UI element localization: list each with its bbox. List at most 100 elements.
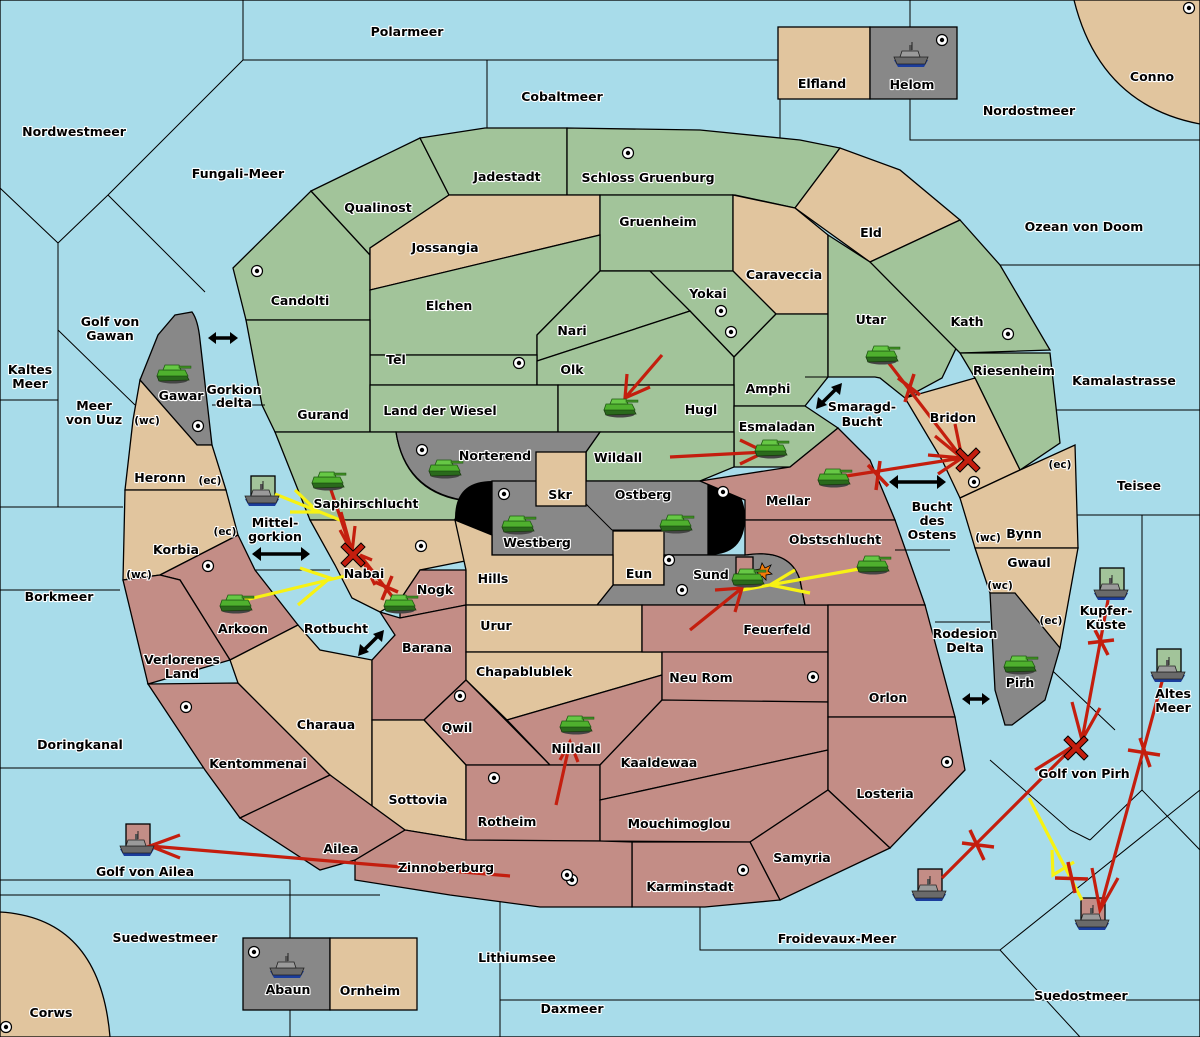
label[interactable]: Riesenheim [972, 362, 1056, 379]
label[interactable]: Hills [477, 570, 510, 587]
label[interactable]: Suedwestmeer [111, 929, 219, 946]
label[interactable]: Gwaul [1006, 554, 1052, 571]
label[interactable]: Mellar [765, 492, 812, 509]
label[interactable]: Meer [11, 375, 50, 392]
label[interactable]: Elfland [797, 75, 848, 92]
label[interactable]: gorkion [247, 528, 303, 545]
label[interactable]: Norterend [458, 447, 532, 464]
label[interactable]: Golf von [80, 313, 141, 330]
label[interactable]: Hugl [684, 401, 719, 418]
label[interactable]: Amphi [744, 380, 791, 397]
label[interactable]: Rotheim [476, 813, 537, 830]
label[interactable]: Kupfer- [1079, 602, 1134, 619]
label[interactable]: Abaun [264, 981, 311, 998]
label[interactable]: Schloss Gruenburg [580, 169, 715, 186]
label[interactable]: Elchen [425, 297, 474, 314]
label[interactable]: Olk [559, 361, 585, 378]
label[interactable]: Gawan [85, 327, 135, 344]
label[interactable]: Borkmeer [24, 588, 96, 605]
territory-corws[interactable] [0, 911, 111, 1037]
territory-skr[interactable] [535, 451, 587, 507]
label[interactable]: Daxmeer [539, 1000, 605, 1017]
label[interactable]: Corws [28, 1004, 73, 1021]
label[interactable]: Mittel- [251, 514, 300, 531]
label[interactable]: Froidevaux-Meer [777, 930, 899, 947]
label[interactable]: Kaaldewaa [620, 754, 699, 771]
label[interactable]: Caraveccia [745, 266, 824, 283]
label[interactable]: Orlon [868, 689, 909, 706]
territory-elfland[interactable] [777, 26, 871, 100]
label[interactable]: Fungali-Meer [191, 165, 286, 182]
territory-conno[interactable] [1073, 0, 1200, 125]
label[interactable]: Nogk [416, 581, 455, 598]
label[interactable]: Nari [556, 322, 588, 339]
label[interactable]: Nordwestmeer [21, 123, 128, 140]
territory-riesenheim[interactable] [958, 352, 1061, 471]
label[interactable]: Nabai [343, 565, 386, 582]
label[interactable]: Saphirschlucht [312, 495, 419, 512]
label[interactable]: Helom [888, 76, 935, 93]
territory-hills[interactable] [454, 518, 614, 606]
label[interactable]: Skr [547, 486, 574, 503]
label[interactable]: des [918, 512, 945, 529]
label[interactable]: Tel [385, 351, 407, 368]
label[interactable]: Bucht [841, 413, 884, 430]
label[interactable]: Golf von Ailea [95, 863, 195, 880]
label[interactable]: Nordostmeer [982, 102, 1077, 119]
label[interactable]: Arkoon [217, 620, 269, 637]
territory-kath[interactable] [868, 219, 1052, 354]
territory-eld[interactable] [794, 147, 962, 263]
label[interactable]: Esmaladan [738, 418, 817, 435]
label[interactable]: Kamalastrasse [1071, 372, 1177, 389]
label[interactable]: Land [164, 665, 200, 682]
label[interactable]: Sottovia [387, 791, 448, 808]
label[interactable]: Teisee [1116, 477, 1162, 494]
label[interactable]: Ozean von Doom [1024, 218, 1145, 235]
label[interactable]: Doringkanal [36, 736, 124, 753]
label[interactable]: Meer [75, 397, 114, 414]
label[interactable]: Korbia [152, 541, 200, 558]
label[interactable]: Utar [855, 311, 889, 328]
label[interactable]: Gorkion [205, 381, 262, 398]
label[interactable]: Gruenheim [618, 213, 698, 230]
territory-bynn[interactable] [959, 444, 1079, 549]
label[interactable]: Qualinost [343, 199, 413, 216]
label[interactable]: Polarmeer [370, 23, 446, 40]
label[interactable]: Gurand [296, 406, 350, 423]
label[interactable]: Ailea [322, 840, 359, 857]
label[interactable]: delta [215, 394, 253, 411]
label[interactable]: Altes [1154, 685, 1192, 702]
label[interactable]: Smaragd- [827, 398, 897, 415]
label[interactable]: Kaltes [7, 361, 54, 378]
label[interactable]: Ostens [906, 526, 957, 543]
label[interactable]: Land der Wiesel [382, 402, 497, 419]
label[interactable]: Heronn [133, 469, 187, 486]
label[interactable]: Nilldall [550, 740, 601, 757]
label[interactable]: Eun [625, 565, 654, 582]
label[interactable]: Küste [1085, 616, 1127, 633]
territory-losteria[interactable] [827, 716, 966, 849]
label[interactable]: Feuerfeld [742, 621, 811, 638]
label[interactable]: Obstschlucht [788, 531, 882, 548]
label[interactable]: Delta [945, 639, 985, 656]
label[interactable]: Jossangia [409, 239, 479, 256]
territory-ornheim[interactable] [329, 937, 418, 1011]
label[interactable]: Mouchimoglou [626, 815, 731, 832]
label[interactable]: Meer [1154, 699, 1193, 716]
label[interactable]: Pirh [1005, 674, 1036, 691]
label[interactable]: Ostberg [614, 486, 673, 503]
territory-ailea[interactable] [238, 774, 407, 871]
label[interactable]: Kentommenai [208, 755, 308, 772]
label[interactable]: Verlorenes [143, 651, 221, 668]
label[interactable]: Neu Rom [668, 669, 734, 686]
label[interactable]: Golf von Pirh [1037, 765, 1131, 782]
label[interactable]: Jadestadt [471, 168, 542, 185]
label[interactable]: Gawar [157, 387, 205, 404]
label[interactable]: Eld [859, 224, 883, 241]
label[interactable]: Sund [692, 566, 730, 583]
label[interactable]: Urur [479, 617, 513, 634]
label[interactable]: Conno [1129, 68, 1176, 85]
label[interactable]: Cobaltmeer [520, 88, 605, 105]
label[interactable]: Chapablublek [475, 663, 574, 680]
label[interactable]: Losteria [855, 785, 915, 802]
